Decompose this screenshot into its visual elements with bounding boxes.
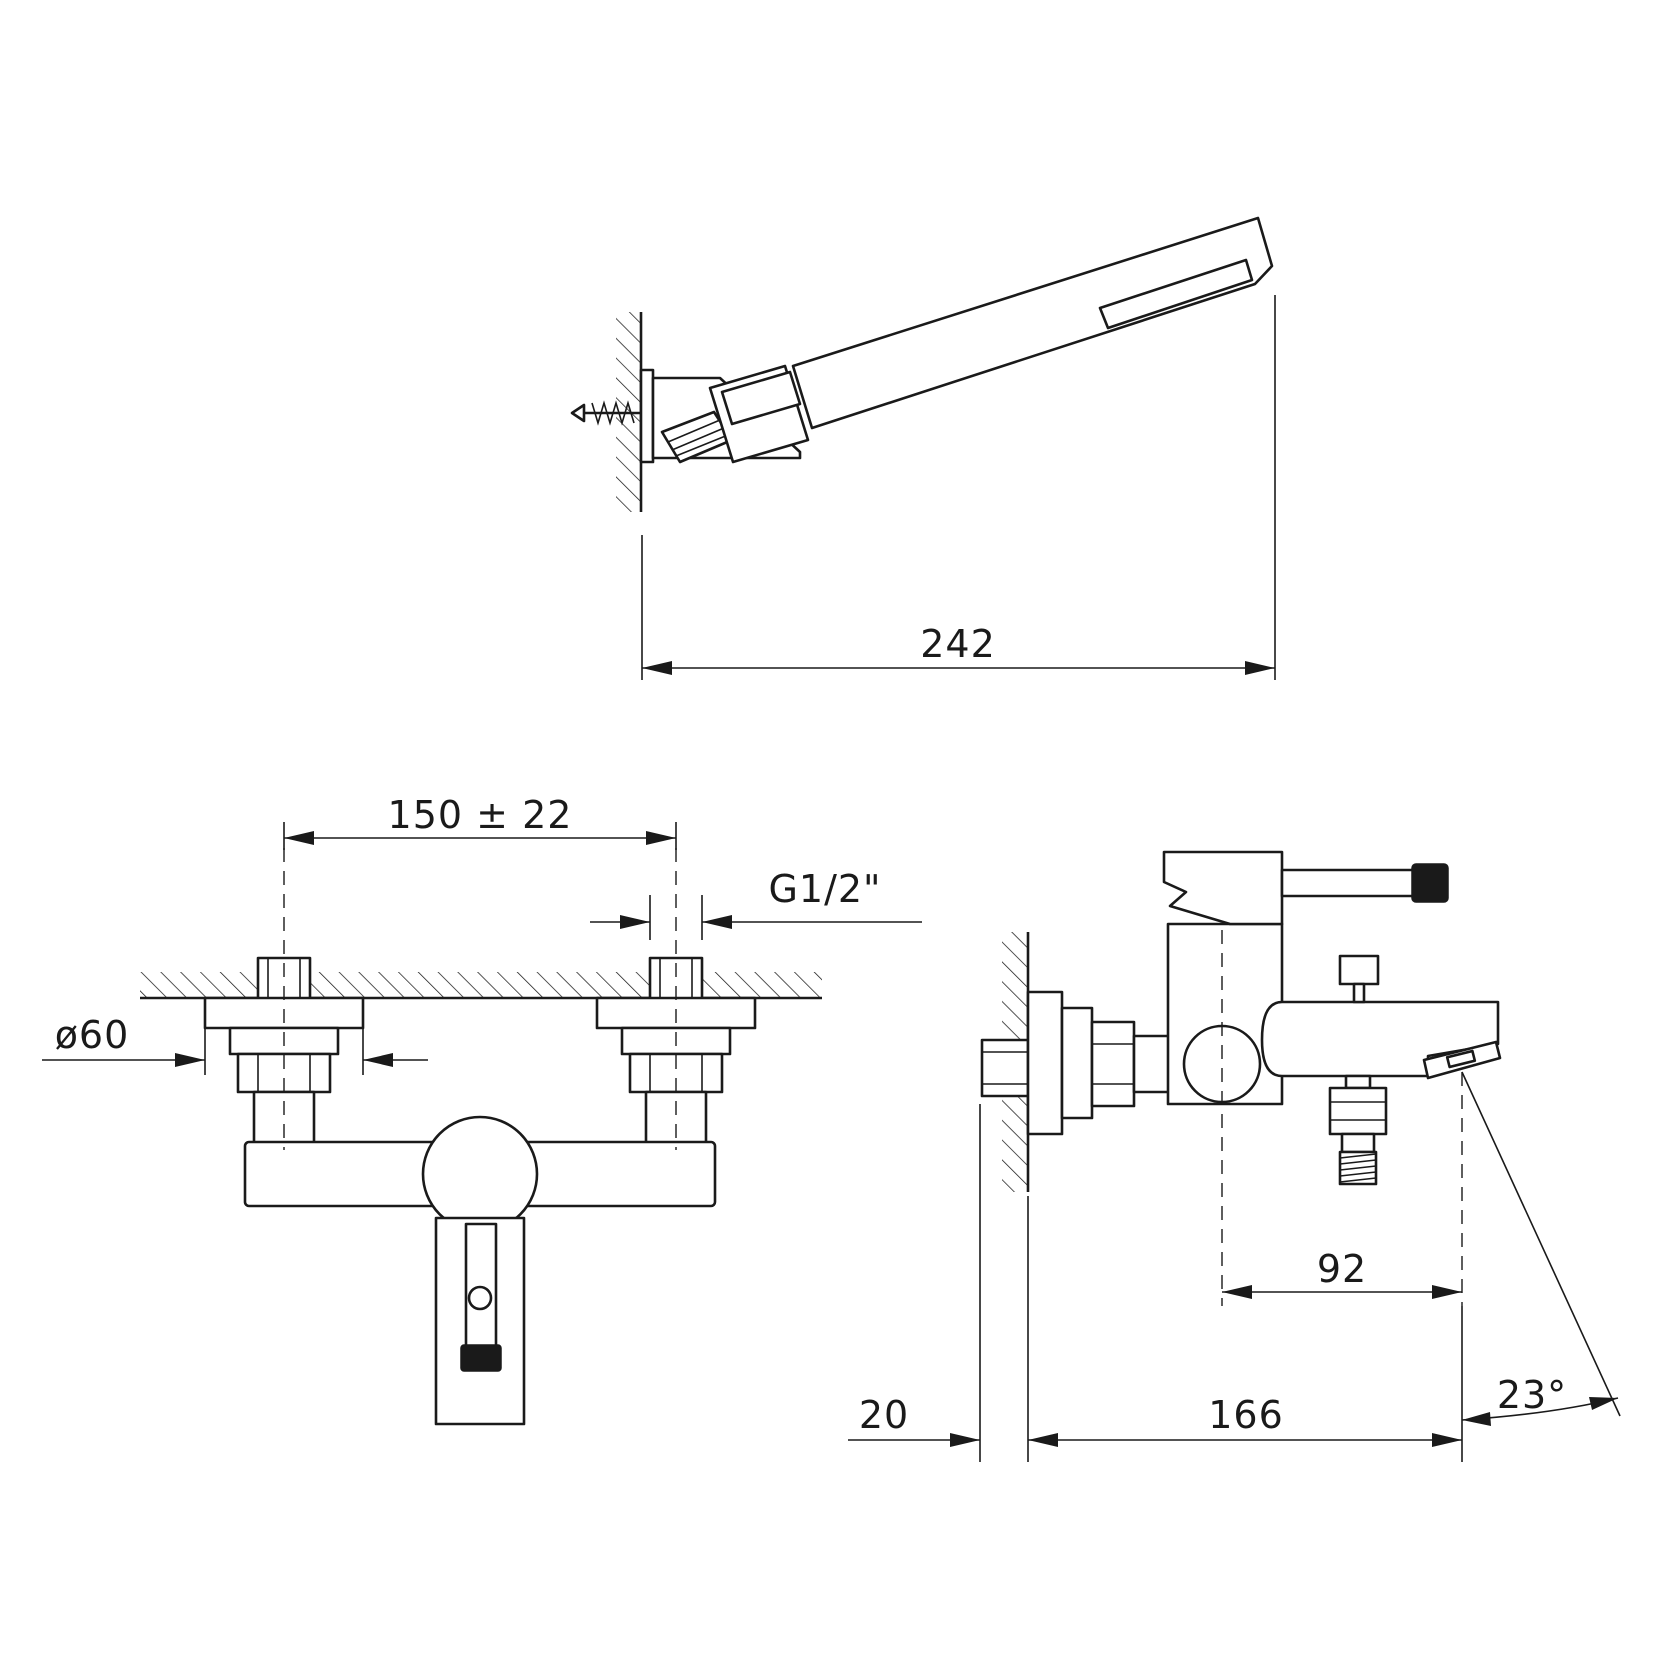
- mixer-side-view: [980, 850, 1621, 1417]
- aerator-side: [1422, 1040, 1502, 1080]
- dim-label-flange: ø60: [55, 1013, 130, 1057]
- dim-label-242: 242: [920, 622, 996, 666]
- dim-label-150: 150 ± 22: [388, 793, 573, 837]
- dimension-92: 92: [1222, 1247, 1462, 1299]
- lever-side: [1280, 868, 1416, 898]
- inlet-thread-side: [980, 1038, 1030, 1098]
- dim-label-166: 166: [1208, 1393, 1284, 1437]
- dimension-flange: ø60: [42, 1013, 428, 1075]
- dim-label-thread: G1/2": [768, 867, 881, 911]
- mixer-front-view: [140, 848, 822, 1426]
- dim-label-20: 20: [859, 1393, 909, 1437]
- dimension-242: 242: [641, 295, 1276, 680]
- bracket-flange: [639, 368, 655, 464]
- wall-hatch-front: [140, 972, 822, 998]
- cartridge-cap-side: [1162, 850, 1284, 926]
- flange-side: [1026, 990, 1064, 1136]
- screw-icon: [570, 400, 648, 426]
- dimension-150: 150 ± 22: [283, 793, 677, 850]
- dimension-angle: 23°: [1461, 1373, 1619, 1426]
- lever-knob-front: [460, 1344, 502, 1372]
- hose-thread-side: [1338, 1150, 1378, 1186]
- hose-nut-side: [1328, 1086, 1388, 1136]
- dimension-thread: G1/2": [590, 867, 922, 940]
- spout-side: [1260, 1000, 1500, 1078]
- connector-side: [1132, 1034, 1172, 1094]
- handshower-view: [570, 216, 1274, 512]
- dimension-20-166: 20 166: [848, 1104, 1463, 1462]
- spray-face: [1098, 258, 1254, 330]
- dim-label-angle: 23°: [1497, 1373, 1567, 1417]
- handshower-handle: [791, 216, 1274, 430]
- diverter-knob-side: [1338, 954, 1380, 986]
- lever-knob-side: [1411, 863, 1449, 903]
- nut-side: [1060, 1006, 1094, 1120]
- dim-label-92: 92: [1317, 1247, 1367, 1291]
- diverter-circle-side: [1182, 1024, 1262, 1104]
- cartridge-cap: [421, 1115, 539, 1233]
